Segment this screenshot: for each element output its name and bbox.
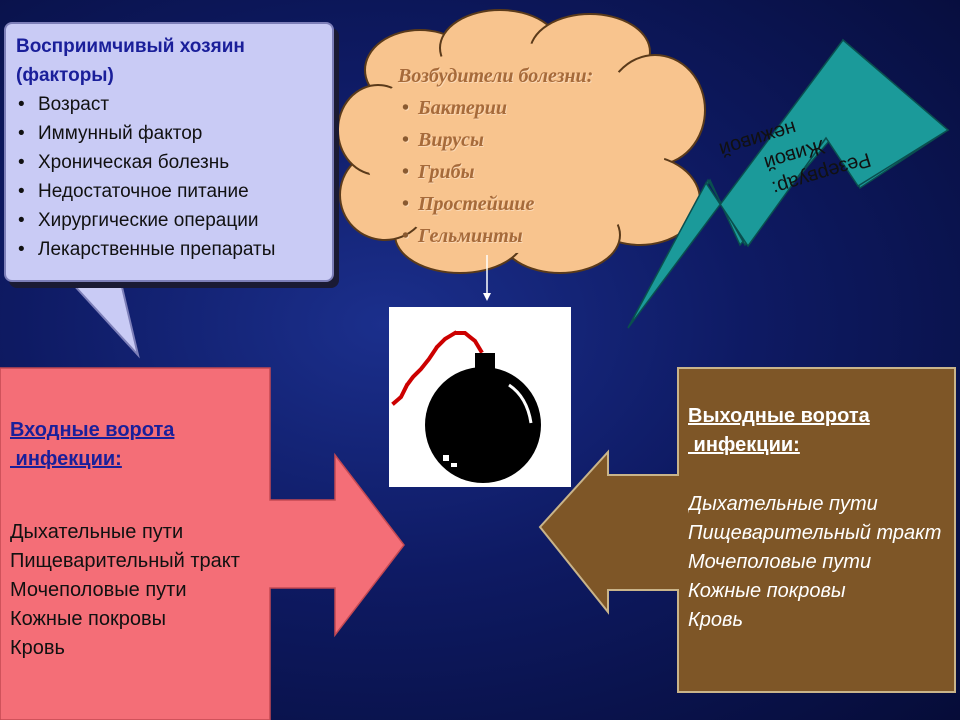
pathogen-item: Простейшие — [398, 188, 638, 220]
pathogen-item: Бактерии — [398, 92, 638, 124]
exit-item: Дыхательные пути — [688, 493, 878, 515]
pathogen-item: Грибы — [398, 156, 638, 188]
pathogen-item: Вирусы — [398, 124, 638, 156]
bomb-body — [425, 367, 541, 483]
pathogens-text: Возбудители болезни: Бактерии Вирусы Гри… — [398, 60, 638, 252]
bomb-glint — [451, 463, 457, 467]
exit-text: Выходные ворота инфекции: Дыхательные пу… — [688, 402, 960, 635]
exit-item: Мочеполовые пути — [688, 551, 872, 573]
exit-item: Кровь — [688, 609, 743, 631]
pathogens-list: Бактерии Вирусы Грибы Простейшие Гельмин… — [398, 92, 638, 252]
exit-subtitle: инфекции: — [688, 434, 800, 456]
exit-title: Выходные ворота — [688, 405, 870, 427]
entry-item: Мочеполовые пути — [10, 579, 187, 601]
bomb-glint — [443, 455, 449, 461]
host-factor-item: Хирургические операции — [16, 206, 322, 235]
exit-item: Пищеварительный тракт — [688, 522, 942, 544]
reservoir-lightning-body — [627, 38, 950, 329]
pathogens-title: Возбудители болезни: — [398, 65, 594, 87]
host-factor-list: Возраст Иммунный фактор Хроническая боле… — [16, 90, 322, 264]
exit-arrow — [538, 367, 956, 693]
host-factor-item: Хроническая болезнь — [16, 148, 322, 177]
host-box: Восприимчивый хозяин (факторы) Возраст И… — [4, 22, 334, 282]
entry-item: Кожные покровы — [10, 608, 166, 630]
bomb-cap — [475, 353, 495, 371]
entry-text: Входные ворота инфекции: Дыхательные пут… — [10, 416, 310, 663]
host-factor-item: Недостаточное питание — [16, 177, 322, 206]
cloud-to-bomb-arrowhead — [483, 293, 491, 301]
entry-title: Входные ворота — [10, 419, 175, 441]
exit-item: Кожные покровы — [688, 580, 846, 602]
host-factor-item: Возраст — [16, 90, 322, 119]
bomb-icon — [391, 331, 541, 483]
entry-item: Кровь — [10, 637, 65, 659]
bomb-frame — [389, 307, 571, 487]
bomb-fuse — [391, 331, 484, 406]
host-factor-item: Иммунный фактор — [16, 119, 322, 148]
entry-item: Дыхательные пути — [10, 521, 184, 543]
bomb-highlight — [508, 383, 533, 424]
pathogen-item: Гельминты — [398, 220, 638, 252]
entry-item: Пищеварительный тракт — [10, 550, 240, 572]
entry-arrow — [0, 367, 405, 720]
host-factor-item: Лекарственные препараты — [16, 235, 322, 264]
host-title: Восприимчивый хозяин (факторы) — [16, 36, 245, 86]
entry-subtitle: инфекции: — [10, 448, 122, 470]
host-callout-tail — [57, 269, 140, 359]
